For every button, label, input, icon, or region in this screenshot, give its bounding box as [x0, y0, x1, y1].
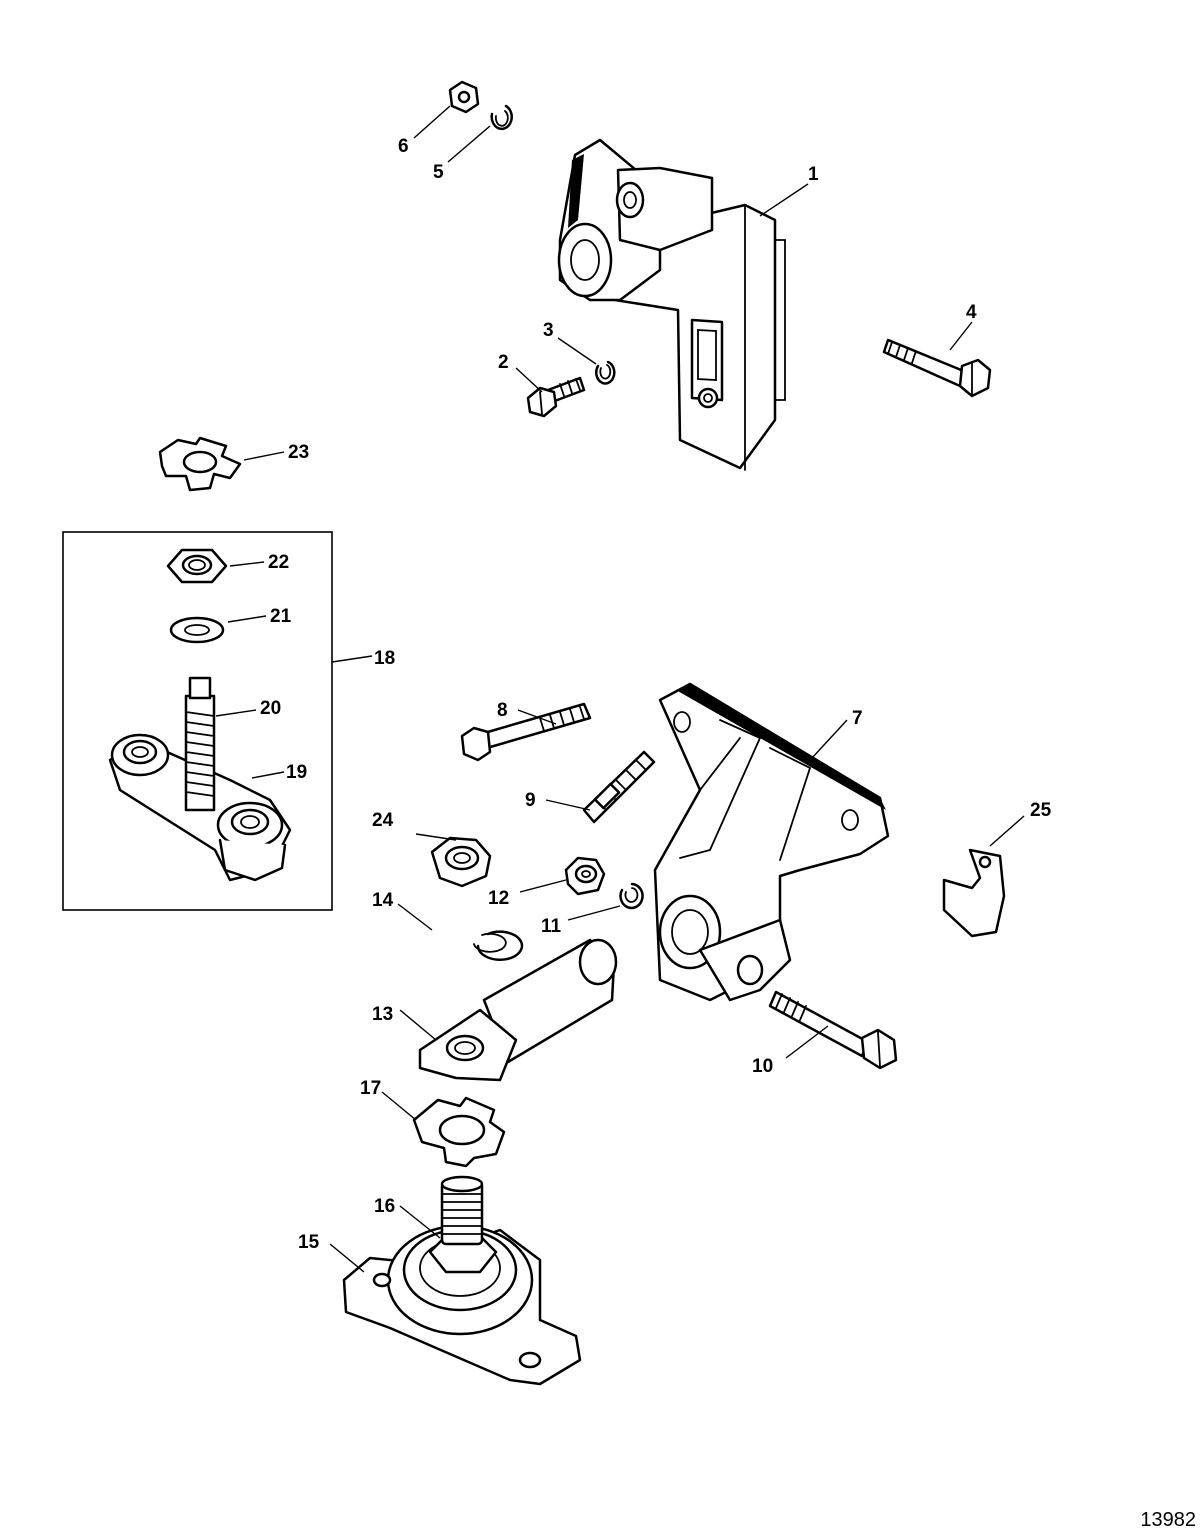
part-12-nut[interactable]	[564, 856, 606, 896]
part-3-lock-washer[interactable]	[595, 360, 616, 385]
part-6-hex-nut[interactable]	[448, 80, 480, 114]
callout-20: 20	[260, 698, 281, 719]
part-21-flat-washer[interactable]	[169, 616, 225, 644]
callout-9: 9	[525, 790, 536, 811]
part-20-stud[interactable]	[184, 676, 216, 812]
callout-12: 12	[488, 888, 509, 909]
part-5-lock-washer[interactable]	[490, 104, 513, 131]
callout-1: 1	[808, 164, 819, 185]
callout-6: 6	[398, 136, 409, 157]
callout-2: 2	[498, 352, 509, 373]
part-10-bolt[interactable]	[768, 990, 898, 1070]
callout-labels: 1 2 3 4 5 6 7 8 9 10 11 12 13 14 15 16 1…	[260, 136, 1052, 1253]
callout-22: 22	[268, 552, 289, 573]
callout-23: 23	[288, 442, 309, 463]
callout-3: 3	[543, 320, 554, 341]
part-7-lower-bracket[interactable]	[653, 682, 890, 1002]
callout-5: 5	[433, 162, 444, 183]
callout-19: 19	[286, 762, 307, 783]
part-11-lock-washer[interactable]	[619, 882, 644, 910]
part-23-tab-washer[interactable]	[158, 436, 242, 492]
callout-21: 21	[270, 606, 292, 627]
callout-8: 8	[497, 700, 508, 721]
callout-17: 17	[360, 1078, 381, 1099]
leader-lines	[215, 105, 1025, 1273]
callout-10: 10	[752, 1056, 773, 1077]
part-24-hex-nut[interactable]	[430, 836, 492, 888]
callout-14: 14	[372, 890, 394, 911]
part-14-snap-ring[interactable]	[473, 930, 524, 961]
callout-25: 25	[1030, 800, 1052, 821]
callout-7: 7	[852, 708, 863, 729]
part-4-long-bolt[interactable]	[882, 338, 992, 398]
callout-18: 18	[374, 648, 395, 669]
part-13-pivot-shaft[interactable]	[418, 938, 618, 1082]
callout-4: 4	[966, 302, 977, 323]
part-2-short-bolt[interactable]	[526, 376, 586, 418]
part-22-hex-nut[interactable]	[166, 548, 228, 584]
part-16-mount-stud[interactable]	[428, 1175, 498, 1274]
part-17-tab-washer[interactable]	[412, 1096, 506, 1168]
part-25-p-clamp[interactable]	[942, 848, 1006, 938]
callout-13: 13	[372, 1004, 393, 1025]
part-9-stud[interactable]	[582, 750, 656, 824]
kit-18-outline	[62, 531, 333, 911]
callout-11: 11	[541, 916, 562, 937]
figure-number: 13982	[1140, 1509, 1196, 1531]
part-8-bolt[interactable]	[460, 702, 592, 762]
callout-16: 16	[374, 1196, 395, 1217]
callout-24: 24	[372, 810, 394, 831]
part-1-upper-bracket[interactable]	[557, 138, 786, 471]
callout-15: 15	[298, 1232, 320, 1253]
